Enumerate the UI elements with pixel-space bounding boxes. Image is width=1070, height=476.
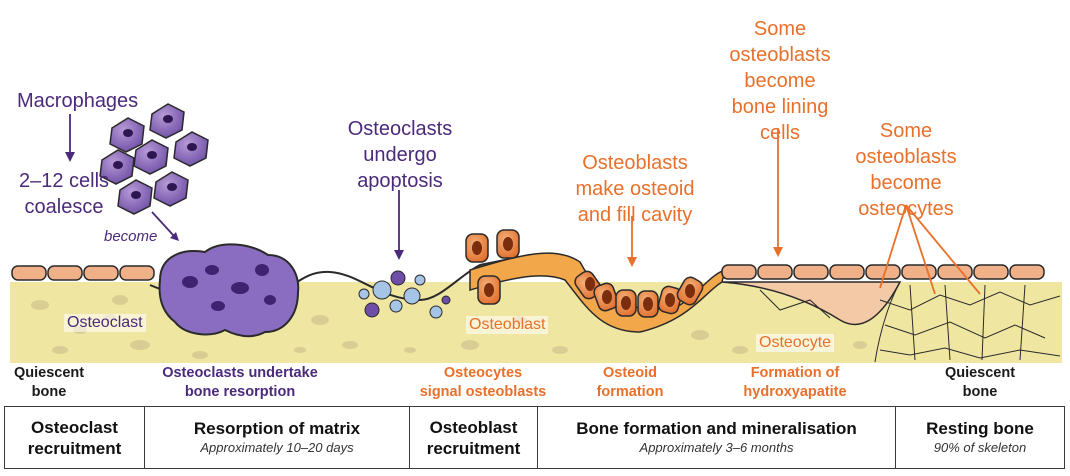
stage-line: bone [31,384,67,400]
stage-line: Osteocytes [443,365,523,381]
label-osteoclast: Osteoclast [64,314,146,332]
label-cells-coalesce-line1: 2–12 cells [18,170,110,192]
label-macrophages: Macrophages [17,90,139,112]
arrow-osteocytes-2 [905,204,936,295]
label-osteoclasts-apoptosis: Osteoclasts undergo apoptosis [340,116,460,194]
bone-remodeling-illustration [10,103,1062,363]
stage-line: signal osteoblasts [419,384,547,400]
label-lining-line5: cells [759,122,800,144]
recruiting-osteoblast-nuclei [472,237,513,297]
phase-subtitle: 90% of skeleton [933,440,1027,455]
phase-title: Osteoblast recruitment [426,417,521,458]
label-cells-coalesce: 2–12 cells coalesce [9,168,119,220]
arrow-osteocytes-3 [905,204,981,295]
phase-resorption: Resorption of matrix Approximately 10–20… [144,406,410,469]
label-osteoid-line2: make osteoid [575,178,695,200]
mineralising-zone [721,281,902,326]
osteoblasts-in-cavity [574,270,704,318]
macrophage-nuclei [113,115,197,199]
label-osteocytes-line3: become [870,172,942,194]
label-osteocytes-line1: Some [879,120,933,142]
osteocyte-network [759,281,1061,363]
label-lining-line3: become [744,70,816,92]
label-osteocyte: Osteocyte [756,334,835,352]
label-cells-coalesce-line2: coalesce [24,196,104,218]
label-lining-line1: Some [753,18,807,40]
stage-line: bone [962,384,998,400]
phase-title: Bone formation and mineralisation [576,419,857,438]
stage-line: Osteoid [603,365,657,381]
osteoclast-cell [158,243,300,338]
stage-signal-osteoblasts: Osteocytes signal osteoblasts [408,364,558,402]
label-lining-line4: bone lining [731,96,829,118]
phase-row: Osteoclast recruitment Resorption of mat… [4,406,1065,469]
stage-bone-resorption: Osteoclasts undertake bone resorption [140,364,340,402]
label-lining-line2: osteoblasts [729,44,831,66]
phase-subtitle: Approximately 3–6 months [639,440,794,455]
arrows [65,114,981,295]
label-osteoid-line3: and fill cavity [577,204,693,226]
stage-line: hydroxyapatite [743,384,847,400]
arrow-become [151,211,175,237]
stage-osteoid-formation: Osteoid formation [590,364,670,402]
stage-quiescent-left: Quiescent bone [14,364,84,402]
osteoblast-nuclei [585,277,695,311]
phase-title: Resting bone [926,419,1034,438]
phase-title: Osteoclast recruitment [27,417,122,458]
phase-subtitle: Approximately 10–20 days [200,440,354,455]
stage-line: Quiescent [14,365,85,381]
label-bone-lining: Some osteoblasts become bone lining cell… [710,16,850,146]
label-apoptosis-line3: apoptosis [357,170,443,192]
osteoclast-nuclei [182,264,276,311]
stage-line: formation [596,384,664,400]
label-apoptosis-line2: undergo [363,144,437,166]
label-osteoblast: Osteoblast [466,316,549,334]
phase-osteoblast-recruitment: Osteoblast recruitment [409,406,538,469]
stage-hydroxyapatite: Formation of hydroxyapatite [730,364,860,402]
stage-line: Formation of [750,365,840,381]
label-become: become [104,228,158,245]
apoptotic-osteoclast [358,270,451,319]
label-osteoblasts-osteoid: Osteoblasts make osteoid and fill cavity [565,150,705,228]
phase-osteoclast-recruitment: Osteoclast recruitment [4,406,145,469]
arrow-osteocytes-1 [879,204,907,289]
phase-bone-formation: Bone formation and mineralisation Approx… [537,406,896,469]
label-apoptosis-line1: Osteoclasts [347,118,453,140]
phase-resting-bone: Resting bone 90% of skeleton [895,406,1065,469]
stage-line: Osteoclasts undertake [162,365,318,381]
lining-cells-left [11,265,155,281]
phase-table: Osteoclast recruitment Resorption of mat… [4,406,1065,469]
label-osteoid-line1: Osteoblasts [582,152,688,174]
stage-quiescent-right: Quiescent bone [935,364,1025,402]
label-osteocytes-line2: osteoblasts [855,146,957,168]
stage-line: bone resorption [184,384,296,400]
phase-title: Resorption of matrix [193,419,361,438]
stage-line: Quiescent [944,365,1016,381]
label-become-osteocytes: Some osteoblasts become osteocytes [836,118,976,222]
label-osteocytes-line4: osteocytes [858,198,954,220]
